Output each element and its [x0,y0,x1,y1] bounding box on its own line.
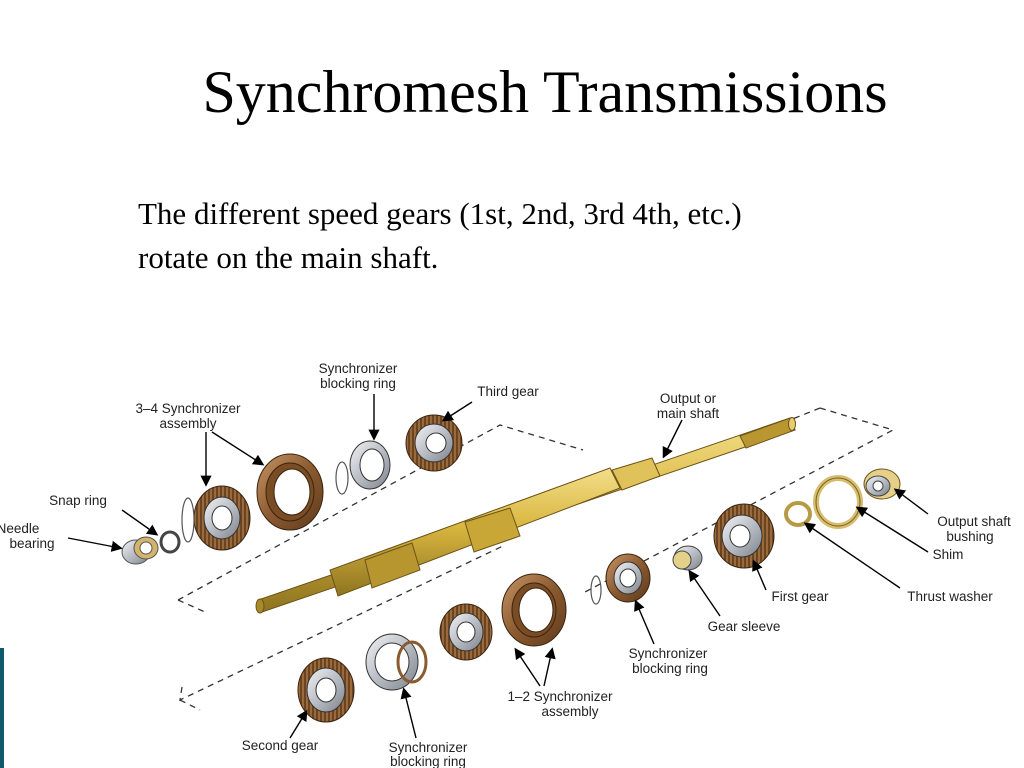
sync-34-hub [181,485,251,551]
sync-ring-bottom [365,633,428,691]
label-sync-ring-bottom-1: Synchronizer [389,740,468,755]
label-sync-ring-right-1: Synchronizer [629,646,708,661]
label-sync-12-1: 1–2 Synchronizer [507,689,613,704]
label-sync-ring-top-1: Synchronizer [319,361,398,376]
label-thrust-washer: Thrust washer [907,589,993,604]
needle-bearing [121,536,159,565]
label-gear-sleeve: Gear sleeve [708,619,781,634]
shim-washer [784,501,812,527]
label-sync-34-2: assembly [159,416,216,431]
label-third-gear: Third gear [477,384,539,399]
label-second-gear: Second gear [242,738,319,753]
slide-body-text: The different speed gears (1st, 2nd, 3rd… [138,192,958,280]
label-output-shaft-1: Output or [660,391,717,406]
label-sync-34-1: 3–4 Synchronizer [135,401,241,416]
label-first-gear: First gear [771,589,829,604]
third-gear [405,414,463,472]
gear-sleeve [672,545,703,571]
label-sync-ring-top-2: blocking ring [320,376,396,391]
label-sync-ring-right-2: blocking ring [632,661,708,676]
body-line-1: The different speed gears (1st, 2nd, 3rd… [138,196,742,231]
label-snap-ring: Snap ring [49,493,107,508]
slide-title: Synchromesh Transmissions [202,59,888,125]
label-output-shaft-2: main shaft [657,406,720,421]
output-shaft-bushing [863,468,901,500]
sync-12-hub [439,603,493,661]
label-sync-12-2: assembly [541,704,598,719]
body-line-2: rotate on the main shaft. [138,240,439,275]
sync-34-sleeve [256,453,324,531]
snap-ring [159,530,181,554]
label-output-bushing-2: bushing [946,529,993,544]
diagram-labels: Synchronizer blocking ring Third gear Ou… [0,361,1011,768]
label-needle-bearing-2: bearing [9,536,54,551]
leader-arrows [67,394,929,739]
sync-ring-right [590,553,651,605]
label-output-bushing-1: Output shaft [937,514,1011,529]
label-shim: Shim [933,547,964,562]
dashed-guides [177,407,895,711]
first-gear [713,503,775,569]
sync-ring-top [335,440,391,495]
label-needle-bearing-1: Needle [0,521,39,536]
thrust-washer [813,475,863,529]
main-shaft [255,417,796,614]
slide-accent-bar [0,648,4,768]
sync-12-sleeve [501,573,567,647]
label-sync-ring-bottom-2: blocking ring [390,754,466,768]
second-gear [297,657,355,723]
